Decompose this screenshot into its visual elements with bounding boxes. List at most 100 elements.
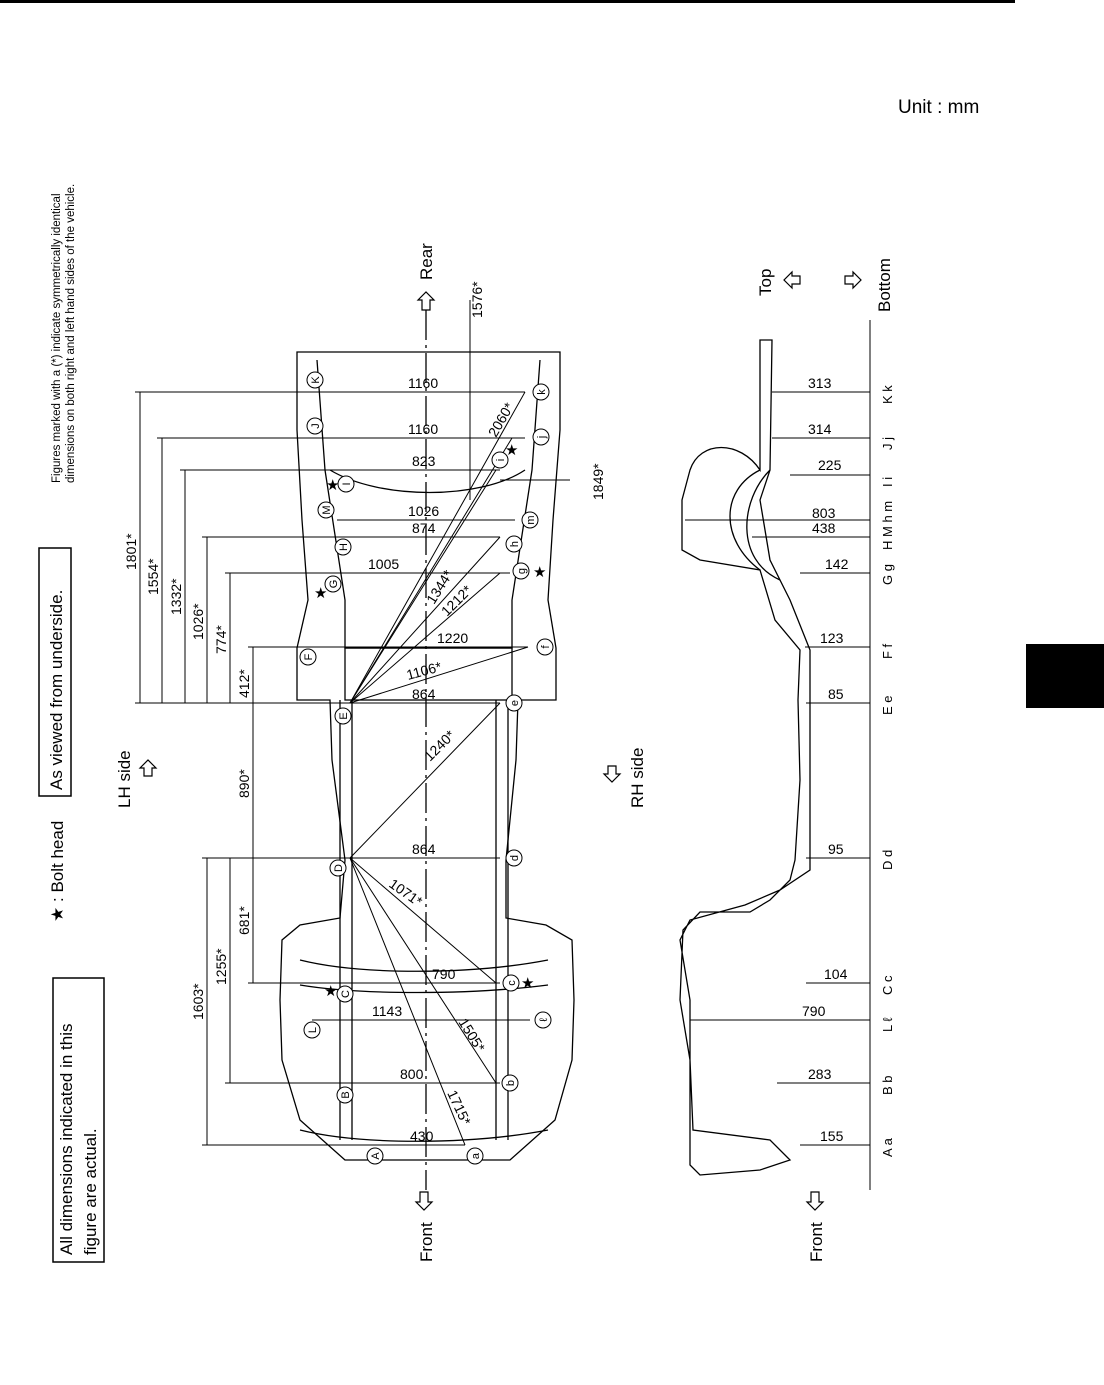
point-code: J j	[880, 437, 895, 450]
star-icon: ★	[326, 477, 339, 494]
svg-text:C: C	[340, 990, 352, 998]
width-label: 800	[400, 1066, 424, 1082]
width-label: 864	[412, 841, 436, 857]
actual-dimensions-note: All dimensions indicated in this figure …	[52, 977, 105, 1263]
longitudinal-label: 1603*	[190, 983, 206, 1020]
point-marker: C	[336, 985, 354, 1003]
bottom-label: Bottom	[844, 258, 894, 312]
svg-text:As viewed from underside.: As viewed from underside.	[47, 590, 66, 790]
section-tab	[1026, 644, 1104, 708]
unit-label: Unit : mm	[898, 97, 980, 118]
longitudinal-label: 1554*	[145, 558, 161, 595]
svg-text:All dimensions indicated in th: All dimensions indicated in this	[57, 1023, 76, 1255]
height-label: 314	[808, 421, 832, 437]
bolt-head-legend: ★ : Bolt head	[48, 821, 67, 922]
height-dimension-lines	[685, 391, 870, 1146]
svg-text:j: j	[536, 436, 548, 439]
svg-text:h: h	[509, 541, 521, 547]
lh-points: K J I M H G F E D C L B A	[299, 371, 384, 1165]
diagonal-label: 1715*	[444, 1088, 474, 1128]
svg-text:A: A	[370, 1152, 382, 1160]
height-label: 95	[828, 841, 844, 857]
front-label-underside: Front	[414, 1191, 436, 1262]
top-label: Top	[756, 269, 801, 296]
star-icon: ★	[314, 585, 327, 602]
width-dimension-lines	[312, 391, 530, 1146]
header-rule	[0, 0, 1015, 3]
point-code: I i	[880, 477, 895, 487]
point-marker: A	[366, 1147, 384, 1165]
svg-text:i: i	[495, 459, 507, 461]
height-label: 313	[808, 375, 832, 391]
svg-text:a: a	[470, 1152, 482, 1159]
svg-text:ℓ: ℓ	[538, 1018, 550, 1022]
svg-text:e: e	[509, 700, 521, 706]
arrow-down-icon	[805, 1191, 825, 1211]
side-point-codes: K k J j I i H M h m G g F f E e D d C c …	[880, 385, 895, 1157]
body-outline	[279, 351, 575, 1161]
svg-text:H: H	[338, 543, 350, 551]
point-marker: g	[512, 562, 530, 580]
longitudinal-label: 412*	[236, 669, 252, 698]
point-marker: ℓ	[534, 1011, 552, 1029]
star-icon: ★	[324, 983, 337, 1000]
point-marker: B	[336, 1086, 354, 1104]
height-label: 225	[818, 457, 842, 473]
longitudinal-label: 1332*	[168, 578, 184, 615]
height-label: 123	[820, 630, 844, 646]
arrow-down-icon	[602, 765, 622, 783]
point-code: L ℓ	[880, 1017, 895, 1032]
diagonal-label: 1576*	[469, 281, 485, 318]
svg-text:d: d	[509, 855, 521, 861]
svg-text:: Bolt head: : Bolt head	[48, 821, 67, 902]
svg-text:LH side: LH side	[115, 750, 134, 808]
width-label: 1026	[408, 503, 439, 519]
height-label: 283	[808, 1066, 832, 1082]
svg-text:f: f	[540, 645, 552, 649]
lh-side-label: LH side	[115, 750, 158, 808]
longitudinal-label: 1255*	[213, 948, 229, 985]
point-code: K k	[880, 385, 895, 404]
width-label: 1005	[368, 556, 399, 572]
point-marker: e	[505, 694, 523, 712]
point-marker: d	[505, 849, 523, 867]
bolt-head-markers: ★ ★ ★ ★ ★ ★	[314, 442, 546, 1000]
height-label: 803	[812, 505, 836, 521]
point-marker: h	[505, 535, 523, 553]
height-labels: 313 314 225 803 438 142 123 85 95 104 79…	[802, 375, 849, 1144]
point-marker: M	[317, 501, 335, 519]
star-icon: ★	[533, 564, 546, 581]
point-marker: k	[532, 383, 550, 401]
point-marker: c	[502, 974, 520, 992]
longitudinal-dimension-lines	[135, 391, 385, 1146]
svg-text:Front: Front	[807, 1222, 826, 1262]
longitudinal-label: 890*	[236, 769, 252, 798]
svg-text:Figures marked with a (*) indi: Figures marked with a (*) indicate symme…	[51, 193, 63, 483]
point-code: F f	[880, 643, 895, 659]
arrow-up-icon	[416, 291, 436, 311]
point-code: H M h m	[880, 501, 895, 550]
height-label: 790	[802, 1003, 826, 1019]
point-marker: i	[491, 451, 509, 469]
height-label: 438	[812, 520, 836, 536]
diagonal-label: 1505*	[455, 1015, 488, 1055]
side-view	[679, 320, 871, 1190]
longitudinal-labels: 1801* 1554* 1332* 1026* 774* 412* 890* 6…	[123, 533, 252, 1020]
arrow-right-icon	[844, 270, 862, 290]
point-marker: K	[306, 371, 324, 389]
point-code: A a	[880, 1137, 895, 1157]
svg-text:Bottom: Bottom	[875, 258, 894, 312]
svg-text:k: k	[536, 389, 548, 395]
diagonal-label: 2060*	[485, 399, 517, 439]
arrow-down-icon	[414, 1191, 434, 1211]
svg-text:Front: Front	[417, 1222, 436, 1262]
longitudinal-label: 774*	[213, 625, 229, 654]
star-icon: ★	[505, 442, 518, 459]
diagonal-label: 1071*	[386, 875, 426, 909]
svg-text:Top: Top	[756, 269, 775, 296]
front-label-side: Front	[805, 1191, 826, 1262]
point-marker: j	[532, 428, 550, 446]
point-marker: m	[521, 511, 539, 529]
svg-text:F: F	[303, 653, 315, 660]
